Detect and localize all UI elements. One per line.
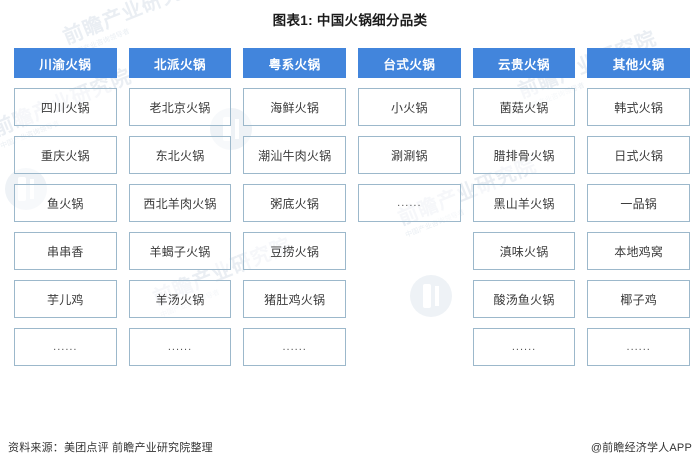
more-cell[interactable]: ...... [587,328,691,366]
column-header[interactable]: 川渝火锅 [14,48,117,78]
category-cell[interactable]: 鱼火锅 [14,184,117,222]
column-header[interactable]: 其他火锅 [587,48,691,78]
category-cell[interactable]: 一品锅 [587,184,691,222]
category-cell[interactable]: 日式火锅 [587,136,691,174]
more-cell[interactable]: ...... [14,328,117,366]
category-columns: 川渝火锅四川火锅重庆火锅鱼火锅串串香芋儿鸡......北派火锅老北京火锅东北火锅… [14,48,691,366]
category-column: 北派火锅老北京火锅东北火锅西北羊肉火锅羊蝎子火锅羊汤火锅...... [128,48,232,366]
source-note: 资料来源：美团点评 前瞻产业研究院整理 [8,442,213,454]
category-cell[interactable]: 西北羊肉火锅 [128,184,232,222]
category-cell[interactable]: 海鲜火锅 [243,88,347,126]
category-cell[interactable]: 本地鸡窝 [587,232,691,270]
category-cell[interactable]: 黑山羊火锅 [472,184,576,222]
footer: 资料来源：美团点评 前瞻产业研究院整理 @前瞻经济学人APP [8,439,692,455]
column-header[interactable]: 台式火锅 [358,48,461,78]
category-cell[interactable]: 小火锅 [358,88,461,126]
category-cell[interactable]: 羊蝎子火锅 [128,232,232,270]
empty-cell [358,328,461,366]
category-cell[interactable]: 腊排骨火锅 [472,136,576,174]
category-cell[interactable]: 重庆火锅 [14,136,117,174]
column-header[interactable]: 云贵火锅 [472,48,576,78]
empty-cell [358,232,461,270]
credit-note: @前瞻经济学人APP [590,442,692,454]
column-header[interactable]: 粤系火锅 [243,48,347,78]
category-cell[interactable]: 菌菇火锅 [472,88,576,126]
empty-cell [358,280,461,318]
category-cell[interactable]: 猪肚鸡火锅 [243,280,347,318]
category-cell[interactable]: 老北京火锅 [128,88,232,126]
category-cell[interactable]: 东北火锅 [128,136,232,174]
category-column: 其他火锅韩式火锅日式火锅一品锅本地鸡窝椰子鸡...... [587,48,691,366]
column-header[interactable]: 北派火锅 [128,48,232,78]
category-column: 川渝火锅四川火锅重庆火锅鱼火锅串串香芋儿鸡...... [14,48,117,366]
category-cell[interactable]: 粥底火锅 [243,184,347,222]
category-cell[interactable]: 潮汕牛肉火锅 [243,136,347,174]
category-table: 川渝火锅四川火锅重庆火锅鱼火锅串串香芋儿鸡......北派火锅老北京火锅东北火锅… [14,48,691,366]
category-cell[interactable]: 豆捞火锅 [243,232,347,270]
category-cell[interactable]: 滇味火锅 [472,232,576,270]
category-cell[interactable]: 酸汤鱼火锅 [472,280,576,318]
more-cell[interactable]: ...... [243,328,347,366]
category-column: 云贵火锅菌菇火锅腊排骨火锅黑山羊火锅滇味火锅酸汤鱼火锅...... [472,48,576,366]
category-column: 粤系火锅海鲜火锅潮汕牛肉火锅粥底火锅豆捞火锅猪肚鸡火锅...... [243,48,347,366]
category-cell[interactable]: 芋儿鸡 [14,280,117,318]
category-cell[interactable]: 四川火锅 [14,88,117,126]
more-cell[interactable]: ...... [472,328,576,366]
page-title: 图表1: 中国火锅细分品类 [272,13,428,28]
category-cell[interactable]: 串串香 [14,232,117,270]
category-cell[interactable]: 韩式火锅 [587,88,691,126]
category-column: 台式火锅小火锅涮涮锅...... [358,48,461,366]
category-cell[interactable]: 羊汤火锅 [128,280,232,318]
more-cell[interactable]: ...... [128,328,232,366]
category-cell[interactable]: 椰子鸡 [587,280,691,318]
more-cell[interactable]: ...... [358,184,461,222]
category-cell[interactable]: 涮涮锅 [358,136,461,174]
